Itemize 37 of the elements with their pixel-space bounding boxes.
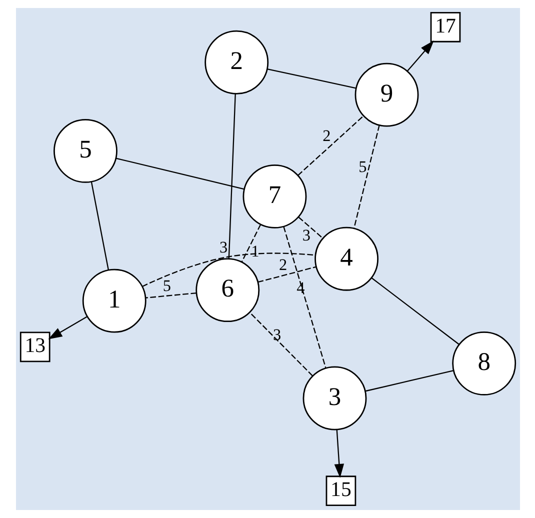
edge-label: 2 (278, 256, 287, 274)
connector (370, 278, 460, 345)
arrow (334, 430, 344, 478)
connector (142, 252, 315, 287)
node-circle: 6 (195, 258, 260, 322)
edge-label: 5 (162, 277, 170, 296)
node-circle: 4 (314, 226, 378, 291)
connector (298, 216, 322, 238)
node-box: 13 (19, 332, 50, 362)
connector (266, 68, 356, 89)
connector (248, 312, 312, 376)
node-circle: 8 (452, 331, 516, 396)
connector (90, 182, 108, 270)
connector (282, 226, 326, 368)
connector (297, 115, 364, 176)
edge-label: 3 (218, 238, 228, 257)
arrow (406, 40, 434, 72)
edge-label: 3 (302, 226, 310, 245)
connector (257, 266, 316, 283)
node-box: 15 (325, 476, 356, 506)
connector (364, 370, 454, 392)
node-circle: 3 (302, 366, 366, 430)
node-circle: 2 (204, 30, 268, 94)
node-box: 17 (430, 12, 460, 42)
node-circle: 9 (354, 62, 418, 127)
edge-label: 3 (272, 326, 281, 344)
edge-label: 5 (358, 158, 366, 176)
node-circle: 5 (53, 118, 117, 183)
connector (353, 125, 380, 228)
node-circle: 1 (82, 268, 146, 333)
connector (228, 94, 236, 259)
arrow (48, 316, 87, 340)
node-circle: 7 (242, 164, 306, 228)
connector (144, 292, 196, 298)
edge-label: 2 (322, 127, 330, 146)
connector (115, 158, 244, 190)
connector (240, 224, 261, 262)
